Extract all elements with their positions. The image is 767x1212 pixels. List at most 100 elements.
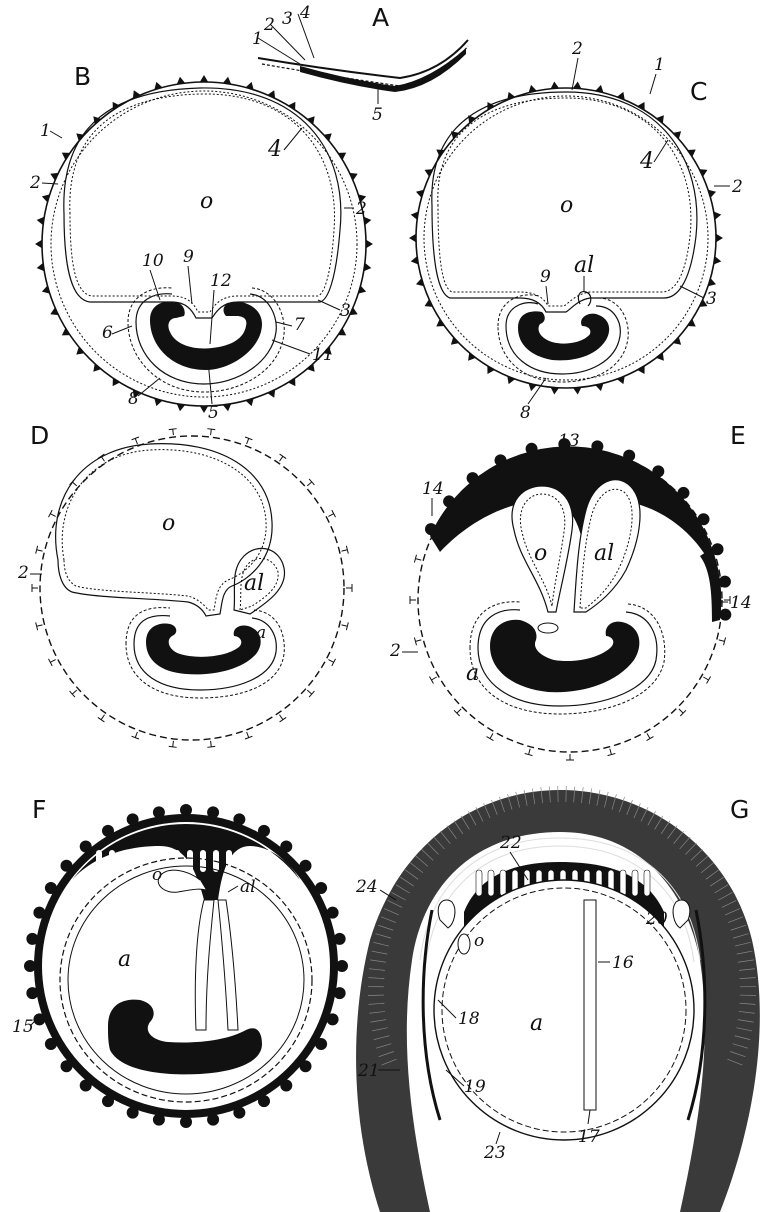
placental-villus bbox=[719, 576, 731, 588]
panel-c-label-9: 9 bbox=[540, 267, 551, 287]
panel-b-pointer-4 bbox=[284, 128, 302, 150]
panel-a-label-5: 5 bbox=[372, 105, 383, 125]
panel-f-label-o: o bbox=[152, 865, 162, 885]
villus bbox=[573, 387, 581, 394]
villus-knob bbox=[102, 825, 114, 837]
panel-b-pointer-1 bbox=[50, 131, 62, 138]
panel-f-label-al: al bbox=[240, 877, 256, 897]
villus-knob bbox=[258, 1095, 270, 1107]
villus-knob bbox=[207, 806, 219, 818]
villus bbox=[177, 404, 185, 412]
panel-b-label-9: 9 bbox=[183, 247, 194, 267]
panel-c-label-1: 1 bbox=[654, 55, 665, 75]
villus-knob bbox=[258, 825, 270, 837]
villus-tuft bbox=[342, 546, 349, 554]
panel-c-label-3: 3 bbox=[706, 289, 717, 309]
panel-b-label-4: 4 bbox=[267, 137, 282, 162]
villus-knob bbox=[180, 1116, 192, 1128]
villus-tuft bbox=[32, 584, 38, 592]
panel-c-label-4: 4 bbox=[639, 149, 654, 174]
villus-knob bbox=[26, 987, 38, 999]
villus-tuft bbox=[48, 510, 55, 517]
villus bbox=[37, 263, 45, 271]
villus bbox=[436, 319, 444, 326]
villus bbox=[573, 81, 581, 88]
panel-e-placenta-edge bbox=[700, 548, 721, 622]
placental-crypt bbox=[122, 850, 128, 872]
villus-knob bbox=[33, 1013, 45, 1025]
villus-tuft bbox=[48, 659, 55, 666]
villus-knob bbox=[127, 1107, 139, 1119]
panel-e: E 13 14 14 2 o al a bbox=[389, 421, 752, 760]
villus bbox=[688, 319, 696, 326]
panel-e-label-al: al bbox=[594, 541, 614, 566]
villus-tuft bbox=[647, 733, 654, 740]
panel-a-label-1: 1 bbox=[252, 29, 263, 49]
panel-c-title: C bbox=[690, 77, 707, 106]
villus bbox=[411, 256, 419, 264]
villus-tuft bbox=[169, 429, 177, 435]
villus bbox=[714, 211, 722, 219]
villus bbox=[338, 328, 346, 335]
villus bbox=[714, 256, 722, 264]
villus-tuft bbox=[207, 741, 215, 747]
panel-e-label-a: a bbox=[466, 661, 479, 686]
villus-knob bbox=[207, 1114, 219, 1126]
panel-a-label-3: 3 bbox=[282, 9, 293, 29]
placental-villus bbox=[425, 523, 437, 535]
placental-crypt bbox=[620, 870, 626, 896]
villus bbox=[364, 263, 372, 271]
panel-a-label-2: 2 bbox=[263, 15, 275, 35]
villus-tuft bbox=[36, 546, 43, 554]
panel-b-pointer-11 bbox=[272, 340, 310, 354]
panel-g-label-21: 21 bbox=[357, 1061, 380, 1081]
villus-knob bbox=[280, 1080, 292, 1092]
placental-crypt bbox=[644, 870, 650, 896]
panel-c-label-8: 8 bbox=[520, 403, 531, 423]
panel-e-stalk-ring bbox=[538, 623, 558, 633]
panel-f-title: F bbox=[32, 795, 46, 824]
panel-a-pointer-1 bbox=[258, 38, 300, 64]
panel-g-label-19: 19 bbox=[464, 1077, 486, 1097]
villus-knob bbox=[153, 806, 165, 818]
villus-knob bbox=[80, 840, 92, 852]
villus-knob bbox=[315, 882, 327, 894]
villus-knob bbox=[327, 907, 339, 919]
panel-d-label-a: a bbox=[256, 623, 266, 643]
villus-tuft bbox=[525, 749, 533, 756]
villus-tuft bbox=[279, 454, 286, 461]
panel-g: G 22 24 20 o 16 18 a 21 19 17 23 bbox=[355, 786, 760, 1212]
placental-crypt bbox=[174, 850, 180, 872]
panel-g-label-20: 20 bbox=[645, 909, 668, 929]
villus-tuft bbox=[719, 638, 726, 646]
placental-villus bbox=[591, 440, 603, 452]
panel-b-pointer-12 bbox=[210, 290, 214, 344]
villus-tuft bbox=[132, 732, 139, 739]
villus-tuft bbox=[279, 715, 286, 722]
villus bbox=[366, 240, 373, 248]
villus-tuft bbox=[328, 510, 335, 517]
villus bbox=[37, 217, 45, 225]
panel-b-label-1: 1 bbox=[40, 121, 51, 141]
panel-c-label-al: al bbox=[574, 253, 594, 278]
panel-c-pointer-4 bbox=[654, 140, 668, 162]
villus bbox=[411, 211, 419, 219]
villus-tuft bbox=[245, 437, 252, 444]
villus-tuft bbox=[342, 622, 349, 630]
villus bbox=[551, 81, 559, 88]
panel-c-label-2: 2 bbox=[571, 39, 583, 59]
villus-knob bbox=[334, 987, 346, 999]
villus-tuft bbox=[307, 479, 314, 486]
villus-tuft bbox=[703, 677, 710, 684]
villus-tuft bbox=[566, 754, 574, 760]
panel-g-label-22: 22 bbox=[499, 833, 522, 853]
panel-g-label-23: 23 bbox=[483, 1143, 506, 1163]
panel-g-title: G bbox=[730, 795, 749, 824]
villus bbox=[338, 153, 346, 160]
villus bbox=[288, 102, 295, 110]
panel-c-pointer-9 bbox=[546, 286, 548, 304]
villus-tuft bbox=[328, 659, 335, 666]
panel-e-label-13: 13 bbox=[558, 431, 580, 451]
villus-tuft bbox=[414, 555, 421, 563]
panel-a-label-4: 4 bbox=[299, 3, 311, 23]
